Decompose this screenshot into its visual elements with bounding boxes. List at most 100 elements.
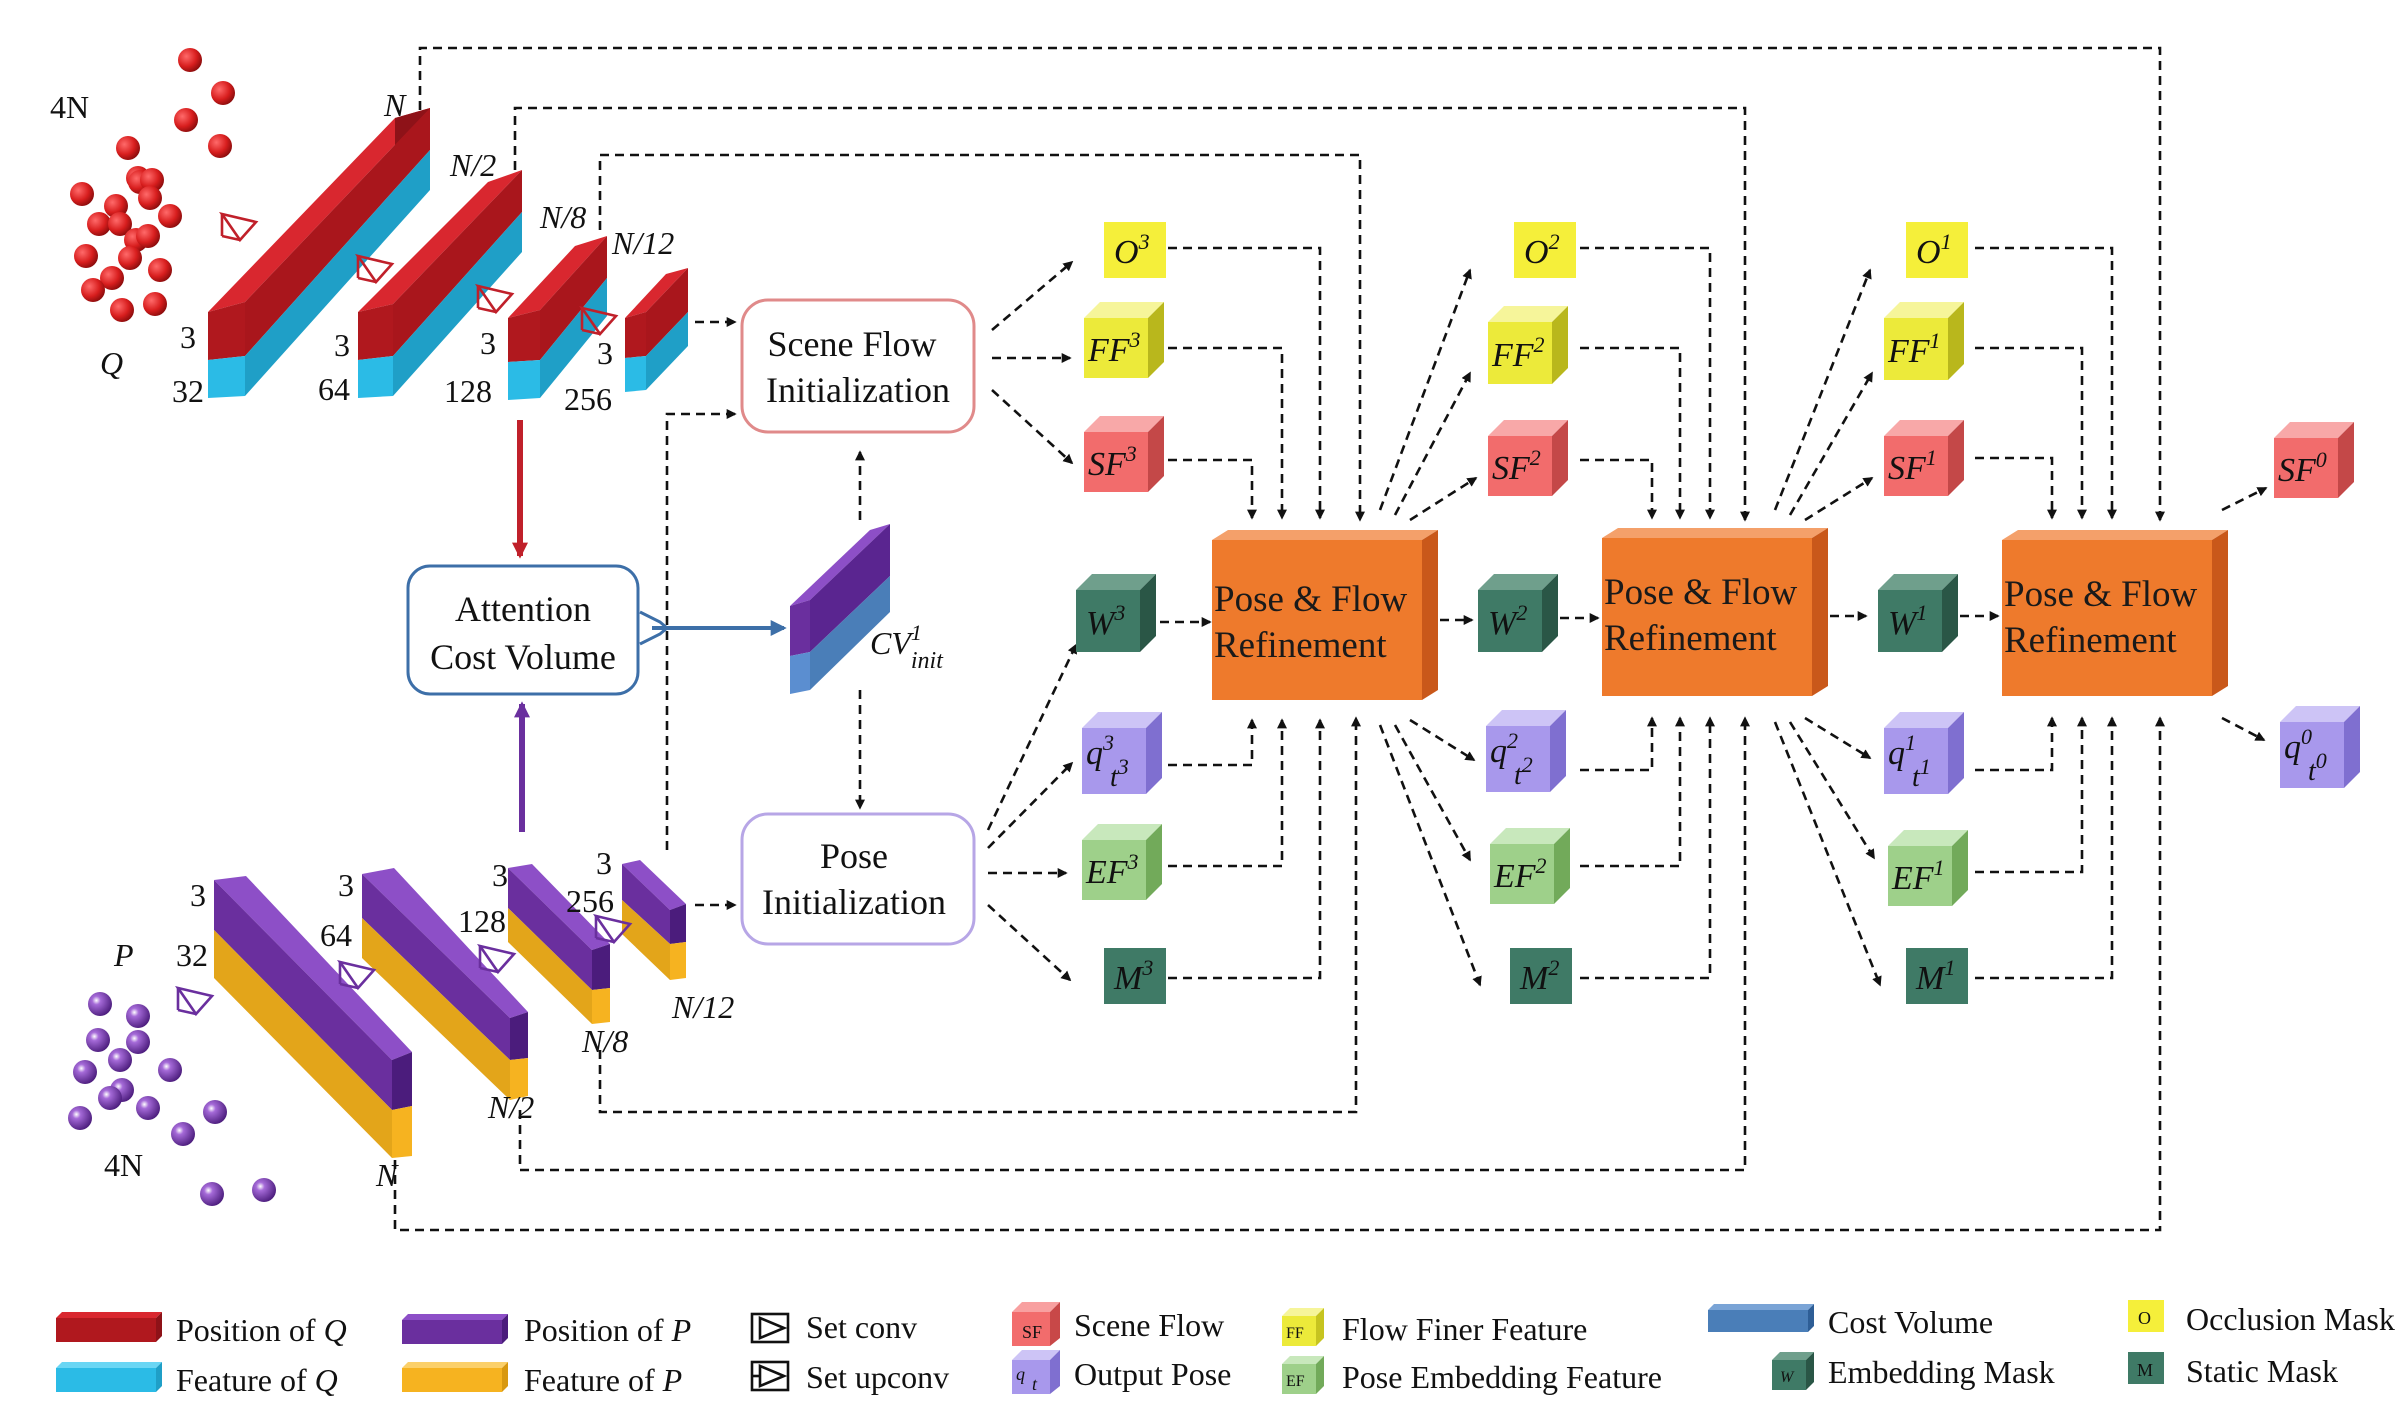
ef-stage1-cube: EF1 [1888,830,1968,906]
refinement-block-3: Pose & Flow Refinement [2002,530,2228,696]
ff-stage3-label: FF3 [1087,327,1141,369]
q-level-n8-block [508,236,607,400]
legend-q-position-swatch [56,1312,162,1342]
legend-feature-p: Feature of P [524,1362,682,1398]
m-stage1-cube: M1 [1906,948,1968,1004]
legend-output-pose-cube: q t [1012,1350,1060,1394]
legend-scene-flow-cube: SF [1012,1302,1060,1346]
q-point-count: 4N [50,89,89,125]
legend-feature-q: Feature of Q [176,1362,338,1398]
w-stage3-cube: W3 [1076,574,1156,652]
set-upconv-icon [477,943,517,975]
q-feature-label-1: 32 [172,373,204,409]
legend-cost-volume: Cost Volume [1828,1304,1993,1340]
legend-static-mask-swatch: M [2128,1352,2164,1384]
svg-text:t: t [1032,1374,1038,1394]
refinement-3-line1: Pose & Flow [2004,574,2198,615]
o-stage1-cube: O1 [1906,222,1968,278]
q-feature-label-2: 64 [318,371,350,407]
p-channel-label-1: 3 [190,877,206,913]
ef-stage1-label: EF1 [1891,855,1945,897]
sf-stage2-label: SF2 [1492,445,1541,487]
svg-text:FF: FF [1286,1325,1304,1342]
p-point-count: 4N [104,1147,143,1183]
point-cloud-q: 4N Q [50,48,235,381]
q-feature-pyramid: N N/2 N/8 N/12 3 3 3 3 32 64 128 256 [172,87,688,417]
attention-cost-volume-line1: Attention [455,589,591,629]
refinement-1-line2: Refinement [1214,625,1387,666]
q-level-n-block [208,108,430,398]
refinement-block-2: Pose & Flow Refinement [1602,528,1828,696]
p-level-n2-block [362,868,528,1100]
set-conv-icon [355,253,395,285]
p-level-n12-block [622,860,686,980]
scene-flow-init-line1: Scene Flow [768,324,937,364]
m-stage3-cube: M3 [1104,948,1166,1004]
ff-stage2-cube: FF2 [1488,306,1568,384]
legend: Position of Q Feature of Q Position of P… [56,1300,2395,1398]
set-upconv-icon [175,985,215,1017]
m-stage3-label: M3 [1113,955,1153,997]
legend-set-conv-icon [750,1312,790,1344]
set-conv-icon [579,305,619,337]
ff-stage1-cube: FF1 [1884,302,1964,380]
legend-scene-flow: Scene Flow [1074,1307,1224,1343]
sf-stage3-label: SF3 [1088,441,1137,483]
q-channel-label-2: 3 [334,327,350,363]
set-conv-icon [219,211,259,243]
point-cloud-p: P 4N [68,937,276,1206]
sf-stage1-cube: SF1 [1884,420,1964,496]
legend-p-position-swatch [402,1314,508,1344]
w-stage1-cube: W1 [1878,574,1958,652]
sf-stage1-label: SF1 [1888,445,1937,487]
o-stage3-label: O3 [1114,229,1150,271]
legend-flow-finer: Flow Finer Feature [1342,1311,1587,1347]
o-stage3-cube: O3 [1104,222,1166,278]
dashed-connections [393,46,2268,1232]
sf-stage0-label: SF0 [2278,447,2327,489]
legend-occlusion-mask-swatch: O [2128,1300,2164,1332]
p-level-label-3: N/8 [581,1023,628,1059]
legend-static-mask: Static Mask [2186,1353,2338,1389]
set-conv-icon [475,283,515,315]
legend-position-q: Position of Q [176,1312,347,1348]
legend-embedding-mask: Embedding Mask [1828,1354,2055,1390]
p-feature-pyramid: 3 3 3 3 32 64 128 256 N N/2 N/8 N/12 [175,845,734,1193]
o-stage2-cube: O2 [1514,222,1576,278]
p-level-n-block [214,876,412,1158]
w-stage2-label: W2 [1488,600,1527,642]
q-channel-label-3: 3 [480,325,496,361]
legend-cost-volume-swatch [1708,1304,1814,1332]
legend-set-upconv: Set upconv [806,1359,949,1395]
p-feature-label-2: 64 [320,917,352,953]
legend-set-upconv-icon [750,1360,790,1392]
q-label: Q [100,345,123,381]
ef-stage2-label: EF2 [1493,853,1547,895]
refinement-3-line2: Refinement [2004,620,2177,661]
legend-pose-embedding-cube: EF [1282,1356,1324,1394]
p-level-n8-block [508,864,610,1024]
legend-q-feature-swatch [56,1362,162,1392]
q-feature-label-3: 128 [444,373,492,409]
q-level-label-4: N/12 [611,225,674,261]
scene-flow-initialization-box: Scene Flow Initialization [740,298,976,434]
svg-text:EF: EF [1286,1373,1305,1390]
m-stage2-cube: M2 [1510,948,1572,1004]
p-feature-label-4: 256 [566,883,614,919]
refinement-2-line1: Pose & Flow [1604,572,1798,613]
q-channel-label-1: 3 [180,319,196,355]
ef-stage3-label: EF3 [1085,849,1139,891]
sf-stage2-cube: SF2 [1488,420,1568,496]
sf-stage0-cube: SF0 [2274,422,2354,498]
q-level-label-2: N/2 [449,147,496,183]
cost-volume-brace [639,610,670,646]
refinement-2-line2: Refinement [1604,618,1777,659]
legend-output-pose: Output Pose [1074,1356,1231,1392]
svg-text:W: W [1780,1369,1795,1386]
